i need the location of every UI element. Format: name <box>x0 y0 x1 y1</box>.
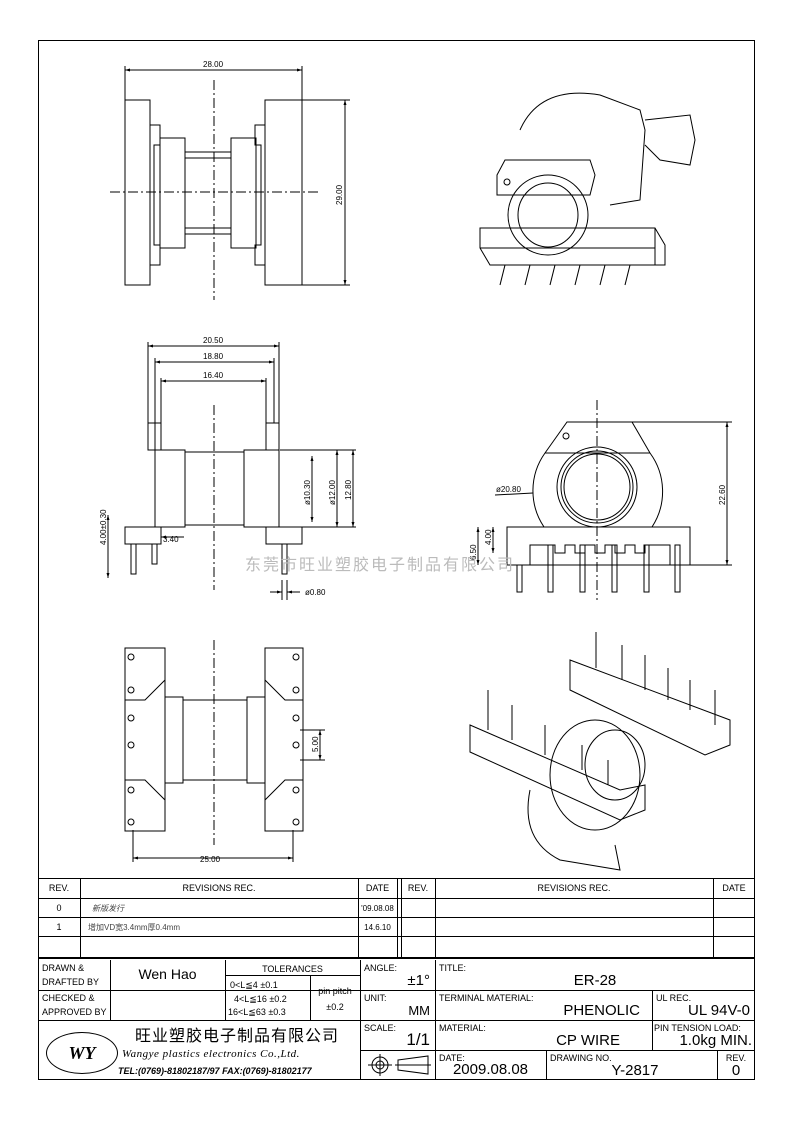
unit-label: UNIT: <box>364 993 387 1003</box>
tolerance-1: 0<L≦4 ±0.1 <box>230 980 278 990</box>
company-name-cn: 旺业塑胶电子制品有限公司 <box>135 1028 340 1045</box>
title-value: ER-28 <box>573 972 617 989</box>
rev-header: REV. <box>48 883 70 893</box>
dim-dia-20-80: ø20.80 <box>496 485 521 494</box>
tolerance-2: 4<L≦16 ±0.2 <box>234 994 287 1004</box>
dim-6-50: 6.50 <box>469 544 478 560</box>
dim-top-height: 29.00 <box>335 184 344 205</box>
tolerance-3: 16<L≦63 ±0.3 <box>228 1007 286 1017</box>
title-label: TITLE: <box>439 963 467 973</box>
bottom-view: 25.00 5.00 <box>124 640 325 864</box>
dim-18-80: 18.80 <box>203 352 224 361</box>
dim-3-40: 3.40 <box>163 535 179 544</box>
pin-tension-label: PIN TENSION LOAD: <box>654 1023 741 1033</box>
side-view: 20.50 18.80 16.40 ø10.30 ø12.00 12.80 3.… <box>99 336 356 600</box>
terminal-material-value: PHENOLIC <box>563 1002 640 1019</box>
dim-dia-10-30: ø10.30 <box>303 480 312 505</box>
rev-0-date: '09.08.08 <box>361 904 394 913</box>
dim-22-60: 22.60 <box>718 484 727 505</box>
rev-value: 0 <box>731 1062 741 1079</box>
angle-value: ±1° <box>407 972 430 989</box>
drawing-no-value: Y-2817 <box>611 1062 659 1079</box>
date-header-2: DATE <box>722 883 746 893</box>
iso-top-pins <box>499 264 631 286</box>
scale-value: 1/1 <box>406 1030 430 1049</box>
isometric-view-top <box>479 92 696 286</box>
rev-header-2: REV. <box>407 883 429 893</box>
company-logo: WY <box>46 1032 118 1074</box>
pin-pitch-label: pin pitch <box>318 986 352 996</box>
dim-dia-12-00: ø12.00 <box>328 480 337 505</box>
rev-1-description: 增加VD宽3.4mm厚0.4mm <box>88 923 181 932</box>
drafted-label: DRAFTED BY <box>42 977 100 987</box>
dim-4-00: 4.00 <box>484 529 493 545</box>
dim-pin-length: 4.00±0.30 <box>99 509 108 545</box>
dim-20-50: 20.50 <box>203 336 224 345</box>
drawn-label: DRAWN & <box>42 963 85 973</box>
date-label: DATE: <box>439 1053 465 1063</box>
checked-label: CHECKED & <box>42 993 95 1003</box>
pin-pitch-value: ±0.2 <box>326 1002 344 1012</box>
ul-rec-value: UL 94V-0 <box>688 1002 750 1019</box>
tolerances-label: TOLERANCES <box>262 964 323 974</box>
date-value: 2009.08.08 <box>452 1061 529 1078</box>
angle-label: ANGLE: <box>364 963 398 973</box>
dim-12-80: 12.80 <box>344 479 353 500</box>
ul-rec-label: UL REC. <box>656 993 692 1003</box>
dim-top-width: 28.00 <box>203 60 224 69</box>
front-pins <box>516 544 681 593</box>
rev-1-number: 1 <box>56 922 62 932</box>
dim-16-40: 16.40 <box>203 371 224 380</box>
drawn-by-value: Wen Hao <box>138 966 197 982</box>
front-view: ø20.80 22.60 6.50 4.00 <box>469 400 732 600</box>
revisions-header-2: REVISIONS REC. <box>537 883 611 893</box>
rev-label: REV. <box>725 1053 747 1063</box>
bottom-pin-holes <box>127 653 300 826</box>
drawing-no-label: DRAWING NO. <box>550 1053 612 1063</box>
third-angle-projection-icon <box>368 1054 431 1076</box>
iso-bottom-pins <box>487 632 716 785</box>
watermark: 东莞市旺业塑胶电子制品有限公司 <box>245 556 515 574</box>
rev-0-description: 新版发行 <box>92 904 124 913</box>
pin-tension-value: 1.0kg MIN. <box>679 1032 752 1049</box>
material-value: CP WIRE <box>556 1032 620 1049</box>
dim-pin-dia: ø0.80 <box>305 588 326 597</box>
approved-label: APPROVED BY <box>42 1007 107 1017</box>
company-name-en: Wangye plastics electronics Co.,Ltd. <box>122 1048 300 1060</box>
terminal-material-label: TERMINAL MATERIAL: <box>439 993 534 1003</box>
date-header: DATE <box>365 883 390 893</box>
scale-label: SCALE: <box>364 1023 397 1033</box>
drawing-frame <box>38 40 755 1080</box>
dim-5-00: 5.00 <box>311 736 320 752</box>
rev-0-number: 0 <box>56 903 62 913</box>
dim-25-00: 25.00 <box>200 855 221 864</box>
technical-drawings: 28.00 29.00 20.50 18.80 16.40 ø10.30 ø12… <box>99 60 732 871</box>
revisions-header: REVISIONS REC. <box>182 883 256 893</box>
unit-value: MM <box>408 1003 430 1018</box>
rev-1-date: 14.6.10 <box>364 923 391 932</box>
top-view: 28.00 29.00 <box>110 60 350 300</box>
material-label: MATERIAL: <box>439 1023 486 1033</box>
company-contact: TEL:(0769)-81802187/97 FAX:(0769)-818021… <box>118 1066 312 1076</box>
isometric-view-bottom <box>469 632 731 871</box>
